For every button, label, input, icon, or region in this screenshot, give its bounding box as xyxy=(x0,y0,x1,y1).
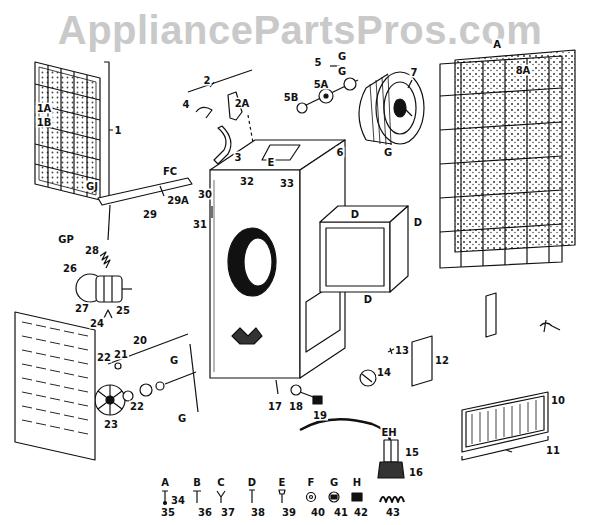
callout-number: 29 xyxy=(142,209,158,220)
discharge-duct xyxy=(320,206,408,292)
callout-number: 32 xyxy=(239,176,255,187)
callout-number: 21 xyxy=(113,349,129,360)
pulley-assembly xyxy=(95,334,198,415)
callout-number: 10 xyxy=(550,395,566,406)
callout-number: 1A xyxy=(36,103,53,114)
callout-number: GJ xyxy=(85,181,99,192)
callout-number: 28 xyxy=(84,245,100,256)
callout-number: C xyxy=(216,477,225,488)
callout-number: 6 xyxy=(336,147,345,158)
callout-number: G xyxy=(337,51,347,62)
callout-number: 18 xyxy=(288,401,304,412)
callout-number: 5B xyxy=(283,92,300,103)
callout-number: 17 xyxy=(267,401,283,412)
callout-number: 36 xyxy=(197,507,213,518)
callout-number: 7 xyxy=(410,67,419,78)
callout-number: 12 xyxy=(434,355,450,366)
callout-number: 35 xyxy=(160,507,176,518)
callout-number: G xyxy=(177,413,187,424)
callout-number: 39 xyxy=(281,507,297,518)
callout-number: 14 xyxy=(376,367,392,378)
callout-number: 34 xyxy=(170,495,186,506)
blower-wheel xyxy=(359,72,424,145)
callout-number: 19 xyxy=(312,410,328,421)
callout-number: E xyxy=(278,477,287,488)
callout-number: G xyxy=(383,147,393,158)
pump xyxy=(300,419,404,478)
blower-shaft xyxy=(297,66,358,113)
callout-number: A xyxy=(492,39,502,50)
motor-mount xyxy=(98,178,192,268)
small-parts xyxy=(360,293,560,386)
callout-number: 26 xyxy=(62,263,78,274)
callout-number: 2 xyxy=(203,75,212,86)
callout-number: 23 xyxy=(103,419,119,430)
callout-number: 41 xyxy=(333,507,349,518)
callout-number: 37 xyxy=(220,507,236,518)
bracket xyxy=(104,62,113,200)
callout-number: 2A xyxy=(234,98,251,109)
louver-panel xyxy=(462,392,548,460)
media-panel xyxy=(440,50,575,268)
callout-number: 15 xyxy=(404,447,420,458)
callout-number: 5 xyxy=(314,57,323,68)
callout-number: G xyxy=(337,66,347,77)
callout-number: 38 xyxy=(250,507,266,518)
callout-number: 20 xyxy=(132,335,148,346)
watermark: AppliancePartsPros.com xyxy=(58,8,543,53)
callout-number: 27 xyxy=(74,303,90,314)
callout-number: 16 xyxy=(408,467,424,478)
callout-number: D xyxy=(247,477,257,488)
louver-panel xyxy=(15,312,95,460)
callout-number: 43 xyxy=(385,507,401,518)
callout-number: EH xyxy=(380,427,397,438)
callout-number: 3 xyxy=(234,152,243,163)
callout-number: E xyxy=(267,157,276,168)
callout-number: 11 xyxy=(545,445,561,456)
hardware xyxy=(162,490,404,505)
callout-number: FC xyxy=(162,166,178,177)
callout-number: 33 xyxy=(279,178,295,189)
callout-number: 42 xyxy=(353,507,369,518)
callout-number: 24 xyxy=(89,318,105,329)
callout-number: D xyxy=(363,294,373,305)
callout-number: 8A xyxy=(515,65,532,76)
callout-number: 1 xyxy=(114,125,123,136)
callout-number: 22 xyxy=(96,352,112,363)
callout-number: F xyxy=(307,477,316,488)
callout-number: D xyxy=(350,209,360,220)
callout-number: 29A xyxy=(166,195,190,206)
callout-number: GP xyxy=(57,234,75,245)
callout-number: B xyxy=(192,477,202,488)
callout-number: D xyxy=(413,217,423,228)
callout-number: 30 xyxy=(197,189,213,200)
callout-number: 40 xyxy=(310,507,326,518)
callout-number: 5A xyxy=(313,79,330,90)
callout-number: 25 xyxy=(115,305,131,316)
callout-number: H xyxy=(352,477,362,488)
callout-number: 22 xyxy=(129,401,145,412)
callout-number: G xyxy=(169,355,179,366)
callout-number: A xyxy=(160,477,170,488)
callout-number: 13 xyxy=(394,345,410,356)
callout-number: 4 xyxy=(182,99,191,110)
callout-number: 31 xyxy=(192,219,208,230)
filter-panel xyxy=(35,62,100,200)
leader-line xyxy=(408,80,412,88)
callout-number: 1B xyxy=(36,117,53,128)
callout-number: G xyxy=(329,477,339,488)
